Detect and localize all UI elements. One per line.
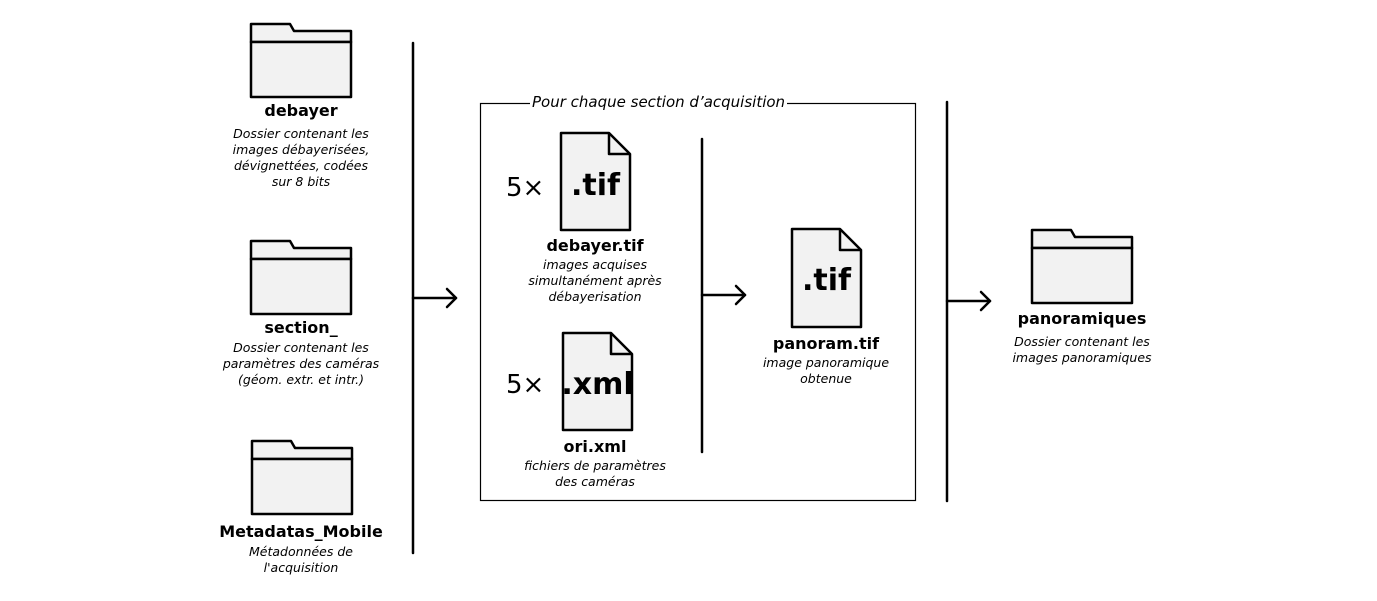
file-debayer-tif: debayer.tif images acquises simultanémen…	[505, 236, 685, 305]
file-description: image panoramique obtenue	[762, 355, 890, 386]
folder-description: Métadonnées de l'acquisition	[249, 544, 353, 575]
file-name: debayer.tif	[546, 236, 644, 255]
folder-name: debayer	[264, 101, 338, 120]
panoram-extension: .tif	[801, 263, 852, 298]
file-icon-panoram	[790, 227, 863, 329]
folder-metadatas: Metadatas_Mobile Métadonnées de l'acquis…	[200, 522, 402, 576]
file-description: images acquises simultanément après déba…	[528, 257, 662, 304]
arrow-to-output	[945, 290, 992, 312]
file-ori-xml: ori.xml fichiers de paramètres des camér…	[505, 437, 685, 490]
folder-description: Dossier contenant les images panoramique…	[1012, 334, 1152, 365]
folder-name: panoramiques	[1017, 309, 1147, 328]
folder-description: Dossier contenant les paramètres des cam…	[222, 340, 380, 387]
tif-extension: .tif	[570, 168, 621, 203]
file-name: panoram.tif	[772, 334, 880, 353]
section-box-title: Pour chaque section d’acquisition	[530, 93, 788, 111]
folder-section: section_ Dossier contenant les paramètre…	[200, 318, 402, 388]
tif-multiplier: 5×	[506, 173, 545, 203]
folder-name: Metadatas_Mobile	[219, 522, 383, 541]
folder-debayer: debayer Dossier contenant les images déb…	[200, 101, 402, 190]
file-name: ori.xml	[563, 437, 627, 456]
xml-extension: .xml	[561, 367, 634, 402]
folder-icon-debayer	[249, 22, 353, 99]
folder-icon-metadatas	[250, 439, 354, 516]
folder-panoramiques: panoramiques Dossier contenant les image…	[982, 309, 1182, 366]
arrow-to-section	[411, 287, 458, 309]
xml-multiplier: 5×	[506, 370, 545, 400]
folder-icon-panoramiques	[1030, 228, 1134, 305]
folder-name: section_	[264, 318, 338, 337]
arrow-to-panoram	[700, 284, 747, 306]
folder-icon-section	[249, 239, 353, 316]
file-icon-tif	[559, 131, 632, 232]
folder-description: Dossier contenant les images débayerisée…	[232, 126, 370, 189]
file-icon-xml	[561, 331, 634, 432]
file-panoram-tif: panoram.tif image panoramique obtenue	[736, 334, 916, 387]
file-description: fichiers de paramètres des caméras	[524, 458, 666, 489]
